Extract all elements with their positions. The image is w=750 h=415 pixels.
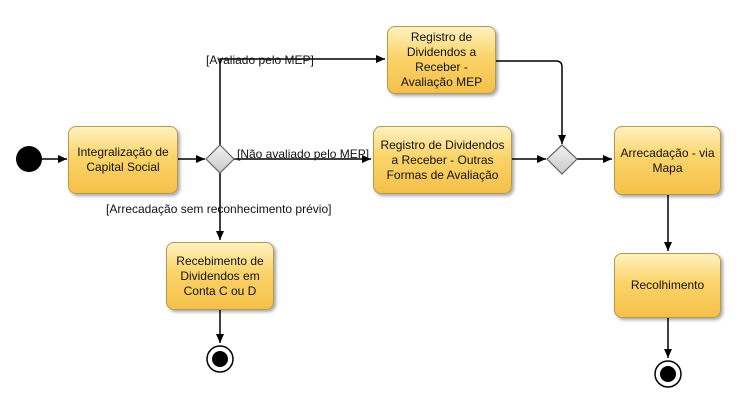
activity-registro-outras: Registro de Dividendos a Receber - Outra… <box>373 126 512 194</box>
activity-registro-mep: Registro de Dividendos a Receber - Avali… <box>387 26 496 94</box>
merge-node <box>546 144 578 175</box>
activity-integralizacao: Integralização de Capital Social <box>68 126 178 194</box>
initial-node <box>16 146 42 172</box>
guard-avaliado-mep: [Avaliado pelo MEP] <box>206 53 314 67</box>
activity-recebimento-label: Recebimento de Dividendos em Conta C ou … <box>176 253 264 298</box>
activity-registro-mep-label: Registro de Dividendos a Receber - Avali… <box>400 30 483 89</box>
edge-decision-to-registro-mep <box>219 55 385 145</box>
decision-node <box>205 144 235 174</box>
activity-integralizacao-label: Integralização de Capital Social <box>77 145 169 174</box>
guard-nao-avaliado-mep: [Não avaliado pelo MEP] <box>237 147 370 161</box>
guard-arrecadacao-sem-reconhecimento: [Arrecadação sem reconhecimento prévio] <box>106 202 332 216</box>
activity-arrecadacao: Arrecadação - via Mapa <box>614 126 721 195</box>
activity-arrecadacao-label: Arrecadação - via Mapa <box>620 145 715 175</box>
edge-registro-mep-to-merge <box>496 60 566 144</box>
activity-registro-outras-label: Registro de Dividendos a Receber - Outra… <box>380 137 505 182</box>
final-node-recebimento <box>206 345 234 373</box>
activity-recolhimento: Recolhimento <box>614 253 721 318</box>
final-node-recolhimento <box>654 360 682 388</box>
activity-recebimento: Recebimento de Dividendos em Conta C ou … <box>166 242 274 310</box>
activity-recolhimento-label: Recolhimento <box>630 278 705 292</box>
